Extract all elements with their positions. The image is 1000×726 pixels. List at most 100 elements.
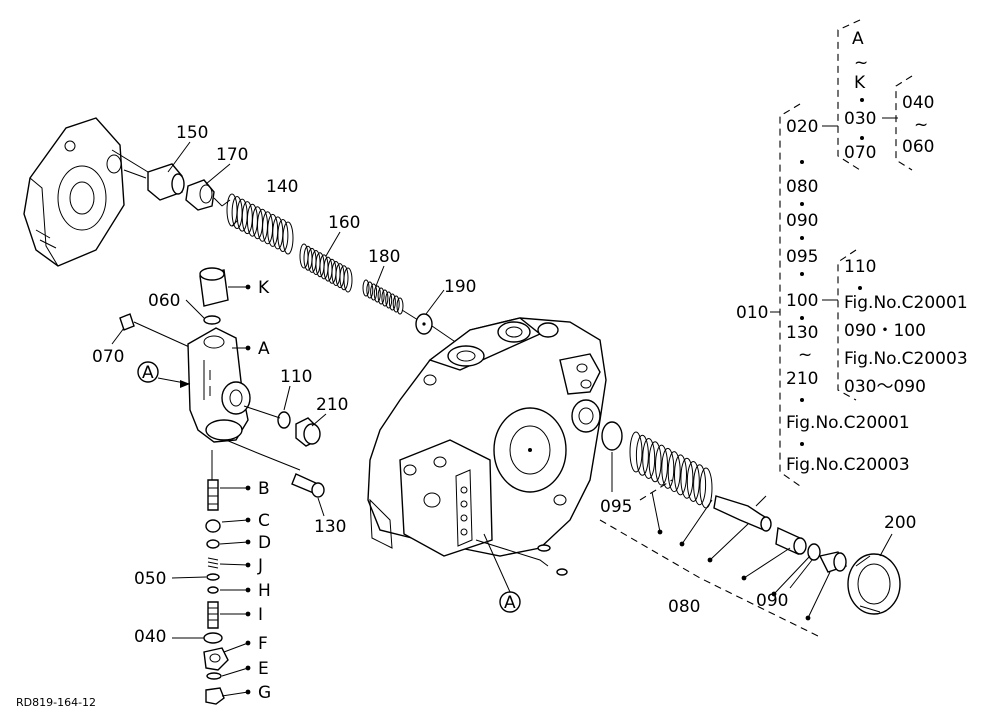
label-110: 110 [280,367,312,387]
label-150: 150 [176,123,208,143]
coil-turn [370,283,378,301]
coil-turn [377,287,385,305]
tree-090-100: 090・100 [844,321,926,341]
spring-j [207,557,219,569]
tree-top-k: K [854,73,866,93]
tree-010: 010 [736,303,768,323]
stem-b [207,450,219,511]
tree-fig-c20001-b: Fig.No.C20001 [786,413,910,433]
axis-line-housing [475,539,549,567]
coil-turn [343,267,353,293]
tree-090: 090 [786,211,818,231]
nut-g [205,687,225,705]
kit-080-boundary [599,519,819,637]
coil-turn [366,281,374,299]
label-h: H [258,581,271,601]
oring-090 [807,543,821,561]
cover-plate [23,117,125,267]
label-k: K [258,278,270,298]
coil-turn [667,451,681,493]
seat-c [205,519,221,533]
oring-050 [206,573,220,581]
pump-housing [367,317,607,557]
coil-turn [661,447,675,489]
tree-210: 210 [786,369,818,389]
coil-turn [381,289,389,307]
coil-turn [686,461,700,502]
tree-040: 040 [902,93,934,113]
tree-130: 130 [786,323,818,343]
coil-turn [362,279,370,297]
coil-turn [629,431,643,473]
label-d: D [258,533,271,553]
tree-100: 100 [786,291,818,311]
label-040: 040 [134,627,166,647]
label-e: E [258,659,269,679]
coil-turn [674,454,687,496]
housing-oring-1 [537,544,551,552]
coil-turn [642,438,656,479]
assembly-tree: A ~ K 030 070 040 ~ 060 020 080 090 095 … [736,19,968,487]
label-180: 180 [368,247,400,267]
tree-tilde-3: ~ [798,345,812,365]
washer-e [206,672,222,680]
seat-170 [185,179,223,211]
spring-080 [629,431,713,509]
seal-200 [847,553,901,615]
label-j: J [257,556,263,576]
svg-text:A: A [142,363,154,383]
spool-080 [713,495,772,532]
tree-fig-c20001-a: Fig.No.C20001 [844,293,968,313]
label-070: 070 [92,347,124,367]
drawing-code: RD819-164-12 [16,696,96,709]
coil-turn [388,293,396,311]
plug-k [199,267,229,307]
spring-180 [362,279,404,315]
nut-f [203,647,229,671]
coil-turn [693,464,707,506]
kit-080-dots [651,491,831,621]
tree-fig-c20003-a: Fig.No.C20003 [844,349,968,369]
tree-030-090: 030〜090 [844,377,926,397]
coil-turn [373,285,381,303]
label-210: 210 [316,395,348,415]
label-130: 130 [314,517,346,537]
tree-080: 080 [786,177,818,197]
coil-turn [648,441,662,483]
label-a: A [258,339,270,359]
callout-a-left: A [137,361,191,388]
washer-190 [401,309,433,335]
tree-tilde-2: ~ [914,115,928,135]
part-labels: 150 170 140 160 180 190 060 K 070 A 110 … [92,123,916,703]
label-095: 095 [600,497,632,517]
coil-turn [277,219,289,252]
housing-oring-2 [556,568,568,576]
tree-fig-c20003-b: Fig.No.C20003 [786,455,910,475]
label-140: 140 [266,177,298,197]
label-090: 090 [756,591,788,611]
label-g: G [258,683,271,703]
label-c: C [258,511,270,531]
tree-030: 030 [844,109,876,129]
ball-h [207,586,219,594]
coil-turn [680,457,694,499]
sleeve-090 [775,526,807,556]
axis-line-130 [225,439,301,471]
tree-top-a: A [852,29,864,49]
coil-turn [655,444,668,486]
leader-lines-top [111,149,149,179]
label-i: I [258,605,263,625]
tree-095: 095 [786,247,818,267]
oring-060 [203,315,221,325]
spring-160 [299,243,353,293]
oring-040 [203,632,223,644]
tree-top-tilde: ~ [854,53,868,73]
label-080: 080 [668,597,700,617]
callout-a-right: A [483,533,521,613]
axis-line-110 [243,405,281,419]
svg-text:A: A [504,593,516,613]
label-f: F [258,634,268,654]
bolt-130 [291,473,325,498]
label-050: 050 [134,569,166,589]
